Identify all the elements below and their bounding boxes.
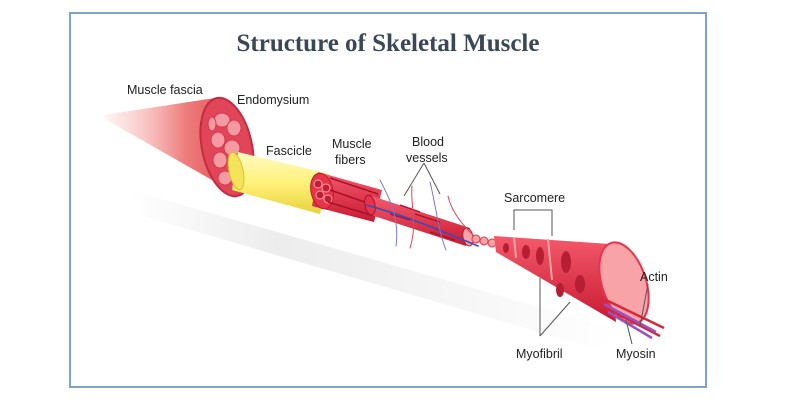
shadow — [130, 190, 620, 350]
label-blood-vessels-line1: Blood — [412, 135, 444, 149]
label-muscle-fibers-line1: Muscle — [332, 137, 372, 151]
myosin-filaments — [603, 302, 657, 340]
label-sarcomere: Sarcomere — [504, 191, 565, 205]
muscle-fiber — [364, 194, 474, 247]
label-endomysium: Endomysium — [237, 93, 309, 107]
myofibril-beads — [471, 234, 497, 248]
actin-filaments — [605, 298, 665, 338]
label-actin: Actin — [640, 270, 668, 284]
diagram-title: Structure of Skeletal Muscle — [236, 30, 540, 57]
label-blood-vessels-line2: vessels — [406, 151, 448, 165]
label-fascicle: Fascicle — [266, 144, 312, 158]
label-myofibril: Myofibril — [516, 347, 563, 361]
leader-lines — [403, 162, 649, 345]
label-muscle-fibers-line2: fibers — [335, 153, 366, 167]
muscle-fibers-bundle — [310, 172, 382, 222]
label-myosin: Myosin — [616, 347, 656, 361]
fascicle-end — [227, 151, 245, 191]
fascicle-shape — [232, 152, 330, 214]
label-muscle-fascia: Muscle fascia — [127, 83, 203, 97]
